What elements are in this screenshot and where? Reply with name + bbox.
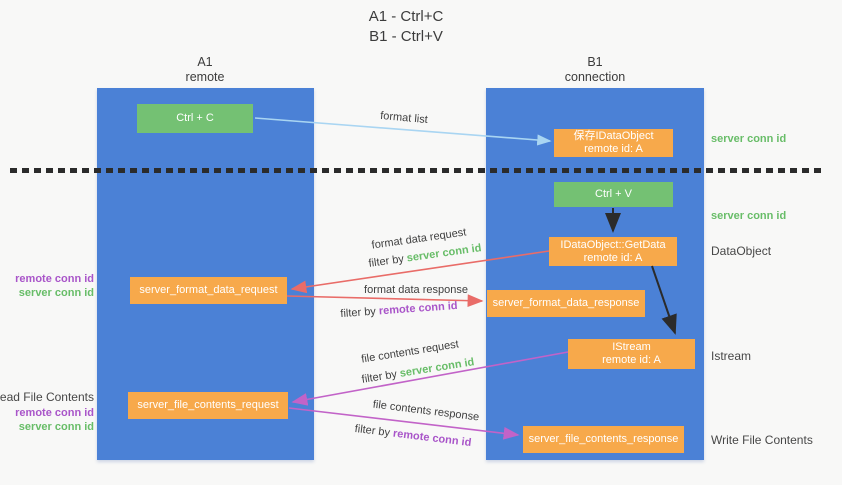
node-istream-line1: IStream: [612, 341, 651, 353]
node-server-file-contents-request: server_file_contents_request: [128, 392, 288, 419]
title-line-2: B1 - Ctrl+V: [369, 28, 443, 45]
edge-label-format-data-response-text: format data response: [364, 284, 468, 296]
edge-label-file-contents-response-text: file contents response: [372, 398, 480, 424]
server-conn-id-text: server conn id: [406, 242, 483, 265]
left-label-remote-conn-id-1: remote conn id: [15, 273, 94, 285]
node-server-format-data-request: server_format_data_request: [130, 277, 287, 304]
node-getdata-line1: IDataObject::GetData: [560, 238, 666, 251]
node-ctrl-v-label: Ctrl + V: [595, 188, 632, 200]
node-server-format-data-response-label: server_format_data_response: [492, 297, 640, 309]
server-conn-id-text: server conn id: [711, 210, 787, 222]
node-server-format-data-response: server_format_data_response: [487, 290, 645, 317]
edge-label-filter-by-remote-conn-id-1: filter by remote conn id: [340, 300, 458, 320]
column-b1-id: B1: [587, 55, 603, 69]
node-idataobject-getdata: IDataObject::GetData remote id: A: [549, 237, 677, 266]
server-conn-id-text: server conn id: [711, 133, 787, 145]
server-conn-id-text: server conn id: [18, 287, 94, 299]
column-a1-id: A1: [197, 55, 213, 69]
remote-conn-id-text: remote conn id: [15, 407, 94, 419]
column-header-b1: B1 connection: [565, 55, 625, 85]
edge-label-format-list-text: format list: [379, 109, 429, 127]
node-ctrl-c-label: Ctrl + C: [176, 112, 214, 124]
remote-conn-id-text: remote conn id: [392, 427, 472, 450]
right-label-dataobject: DataObject: [711, 244, 771, 258]
remote-conn-id-text: remote conn id: [378, 299, 458, 318]
server-conn-id-text: server conn id: [18, 421, 94, 433]
node-save-idataobject: 保存IDataObject remote id: A: [554, 129, 673, 157]
server-conn-id-text: server conn id: [398, 356, 476, 380]
left-label-remote-conn-id-2: remote conn id: [15, 407, 94, 419]
istream-text: Istream: [711, 349, 752, 363]
node-save-idataobject-line1: 保存IDataObject: [573, 130, 654, 142]
write-file-contents-text: Write File Contents: [711, 433, 813, 447]
node-server-format-data-request-label: server_format_data_request: [139, 284, 278, 296]
filter-by-text: filter by: [367, 253, 405, 270]
node-ctrl-v: Ctrl + V: [554, 182, 673, 207]
left-label-server-conn-id-2: server conn id: [19, 421, 94, 433]
title-line-1: A1 - Ctrl+C: [368, 8, 444, 25]
read-file-contents-text: Read File Contents: [0, 390, 94, 404]
diagram-title: A1 - Ctrl+C B1 - Ctrl+V: [369, 7, 444, 47]
left-label-read-file-contents: Read File Contents: [0, 390, 94, 404]
right-label-write-file-contents: Write File Contents: [711, 433, 813, 447]
dataobject-text: DataObject: [711, 244, 772, 258]
node-save-idataobject-line2: remote id: A: [584, 143, 643, 155]
edge-label-format-data-response: format data response: [364, 284, 468, 296]
filter-by-text: filter by: [354, 422, 391, 440]
edge-label-file-contents-response: file contents response: [372, 399, 480, 424]
node-istream: IStream remote id: A: [568, 339, 695, 369]
filter-by-text: filter by: [360, 368, 398, 386]
node-ctrl-c: Ctrl + C: [137, 104, 253, 133]
edge-label-filter-by-remote-conn-id-2: filter by remote conn id: [354, 423, 472, 449]
remote-conn-id-text: remote conn id: [15, 273, 94, 285]
column-b1-role: connection: [564, 70, 626, 84]
node-server-file-contents-request-label: server_file_contents_request: [137, 399, 279, 411]
node-server-file-contents-response: server_file_contents_response: [523, 426, 684, 453]
left-label-server-conn-id-1: server conn id: [19, 287, 94, 299]
column-header-a1: A1 remote: [186, 55, 225, 85]
node-istream-line2: remote id: A: [602, 354, 661, 366]
filter-by-text: filter by: [340, 305, 377, 321]
node-getdata-line2: remote id: A: [583, 251, 643, 264]
right-label-istream: Istream: [711, 349, 751, 363]
column-a1-role: remote: [185, 70, 225, 84]
right-label-server-conn-id-2: server conn id: [711, 210, 786, 222]
dotted-separator-line: [10, 168, 824, 173]
node-server-file-contents-response-label: server_file_contents_response: [528, 433, 679, 445]
edge-label-format-list: format list: [380, 110, 429, 126]
right-label-server-conn-id-1: server conn id: [711, 133, 786, 145]
